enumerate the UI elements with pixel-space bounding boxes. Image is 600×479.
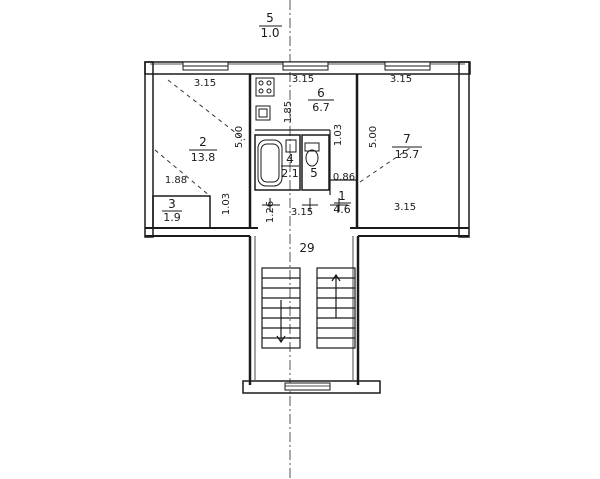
dim-188: 1.88 [165, 175, 187, 186]
dim-bottom-mid: 3.15 [291, 207, 313, 218]
room-label-5: 5 [310, 166, 318, 180]
dim-left-height: 5.00 [234, 126, 245, 148]
svg-text:2.1: 2.1 [281, 167, 299, 180]
svg-text:4: 4 [286, 152, 294, 166]
svg-text:15.7: 15.7 [395, 148, 420, 161]
dim-top-left: 3.15 [194, 78, 216, 89]
room-label-3: 3 1.9 [162, 197, 182, 224]
stove-icon [255, 77, 275, 97]
header-number: 5 [266, 11, 274, 25]
dim-126: 1.26 [265, 201, 276, 223]
dimension-ticks [262, 198, 348, 212]
room-label-1: 1 4.6 [333, 189, 351, 216]
stair-flight-left [261, 267, 301, 349]
room-label-2: 2 13.8 [189, 135, 217, 164]
svg-text:4.6: 4.6 [333, 203, 351, 216]
room-label-7: 7 15.7 [392, 132, 422, 161]
windows-top [182, 61, 431, 71]
hatch-marks [154, 79, 411, 197]
sink-icon [285, 139, 297, 153]
room-label-4: 4 2.1 [281, 152, 299, 180]
outer-walls [144, 61, 471, 238]
svg-text:1.9: 1.9 [163, 211, 181, 224]
dim-086: 0.86 [333, 172, 355, 183]
svg-text:5: 5 [310, 166, 318, 180]
svg-text:7: 7 [403, 132, 411, 146]
stair-block [242, 236, 381, 394]
toilet-icon [304, 142, 320, 167]
svg-text:3: 3 [168, 197, 176, 211]
dim-right-height: 5.00 [368, 126, 379, 148]
stair-number: 29 [299, 241, 314, 255]
dim-103-a: 1.03 [333, 124, 344, 146]
bathtub-icon [257, 139, 283, 187]
dim-103-b: 1.03 [221, 193, 232, 215]
header-value: 1.0 [260, 26, 279, 40]
dim-top-right: 3.15 [390, 74, 412, 85]
svg-text:1: 1 [338, 189, 346, 203]
kitchen-sink-icon [255, 105, 271, 121]
svg-text:2: 2 [199, 135, 207, 149]
svg-text:13.8: 13.8 [191, 151, 216, 164]
room-label-6: 6 6.7 [308, 86, 334, 114]
stair-flight-right [316, 267, 356, 349]
dim-185: 1.85 [283, 101, 294, 123]
svg-text:6: 6 [317, 86, 325, 100]
svg-text:6.7: 6.7 [312, 101, 330, 114]
dim-top-mid: 3.15 [292, 74, 314, 85]
dim-bottom-right: 3.15 [394, 202, 416, 213]
